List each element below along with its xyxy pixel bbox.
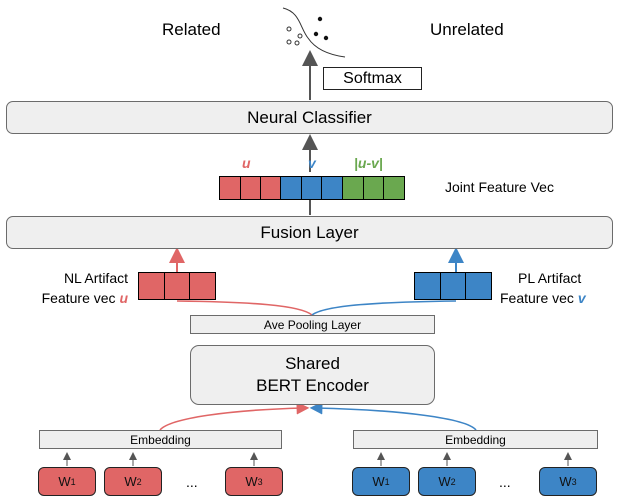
scatter-point bbox=[313, 31, 319, 37]
pl-artifact-var: v bbox=[577, 290, 586, 306]
softmax-label: Softmax bbox=[343, 69, 402, 87]
token-sub: 2 bbox=[136, 476, 142, 487]
pl-cell bbox=[440, 272, 466, 300]
joint-cell-u bbox=[260, 176, 281, 200]
token-base: W bbox=[372, 474, 385, 489]
scatter-point bbox=[323, 35, 329, 41]
joint-cell-u bbox=[219, 176, 241, 200]
label-unrelated: Unrelated bbox=[430, 20, 504, 39]
bert-encoder-line2: BERT Encoder bbox=[256, 376, 369, 395]
ellipsis-left: ... bbox=[186, 474, 198, 490]
token-sub: 1 bbox=[384, 476, 390, 487]
token-sub: 3 bbox=[257, 476, 263, 487]
scatter-point bbox=[286, 26, 292, 32]
scatter-point bbox=[286, 39, 292, 45]
curve-pool-to-nl bbox=[176, 300, 313, 316]
neural-classifier-label: Neural Classifier bbox=[247, 107, 372, 127]
bert-encoder-line1: Shared bbox=[285, 354, 340, 373]
joint-cell-v bbox=[301, 176, 322, 200]
nl-cell bbox=[189, 272, 216, 300]
joint-cell-v bbox=[321, 176, 343, 200]
token-sub: 1 bbox=[70, 476, 76, 487]
nl-artifact-line1: NL Artifact bbox=[63, 270, 128, 286]
token-sub: 2 bbox=[450, 476, 456, 487]
joint-v-label: v bbox=[308, 155, 316, 171]
joint-cell-diff bbox=[383, 176, 405, 200]
pooling-layer-label: Ave Pooling Layer bbox=[263, 317, 362, 332]
joint-feature-vec-label: Joint Feature Vec bbox=[445, 179, 554, 195]
embedding-right-box: Embedding bbox=[353, 430, 598, 449]
joint-cell-diff bbox=[342, 176, 364, 200]
scatter-point bbox=[294, 40, 300, 46]
scatter-point bbox=[317, 16, 323, 22]
ellipsis-right: ... bbox=[499, 474, 511, 490]
nl-cell bbox=[138, 272, 165, 300]
nl-cell bbox=[164, 272, 190, 300]
fusion-layer-label: Fusion Layer bbox=[260, 222, 359, 242]
pl-artifact-line1: PL Artifact bbox=[518, 270, 582, 286]
softmax-box: Softmax bbox=[323, 67, 422, 90]
bert-encoder-box: Shared BERT Encoder bbox=[190, 345, 435, 405]
embedding-left-label: Embedding bbox=[130, 432, 191, 447]
curve-embedding-left-to-encoder bbox=[159, 401, 310, 431]
curve-pool-to-pl bbox=[311, 300, 457, 316]
label-related: Related bbox=[162, 20, 221, 39]
joint-u-label: u bbox=[242, 155, 251, 171]
pl-cell bbox=[414, 272, 441, 300]
scatter-point bbox=[297, 33, 303, 39]
embedding-left-box: Embedding bbox=[39, 430, 282, 449]
pl-cell bbox=[465, 272, 492, 300]
joint-cell-v bbox=[280, 176, 302, 200]
joint-cell-u bbox=[240, 176, 261, 200]
fusion-layer-box: Fusion Layer bbox=[6, 216, 613, 249]
joint-cell-diff bbox=[363, 176, 384, 200]
joint-diff-label: |u-v| bbox=[354, 155, 383, 171]
pl-artifact-label: PL Artifact Feature vec v bbox=[500, 268, 586, 308]
token-base: W bbox=[438, 474, 451, 489]
token-base: W bbox=[245, 474, 258, 489]
curve-embedding-right-to-encoder bbox=[309, 401, 477, 431]
nl-artifact-var: u bbox=[119, 290, 128, 306]
pooling-layer-box: Ave Pooling Layer bbox=[190, 315, 435, 334]
pl-artifact-line2: Feature vec bbox=[500, 290, 574, 306]
token-sub: 3 bbox=[571, 476, 577, 487]
nl-artifact-label: NL Artifact Feature vec u bbox=[30, 268, 128, 308]
decision-curve bbox=[282, 7, 346, 58]
token-base: W bbox=[124, 474, 137, 489]
embedding-right-label: Embedding bbox=[445, 432, 506, 447]
token-base: W bbox=[559, 474, 572, 489]
token-base: W bbox=[58, 474, 71, 489]
nl-artifact-line2: Feature vec bbox=[41, 290, 116, 306]
neural-classifier-box: Neural Classifier bbox=[6, 101, 613, 134]
